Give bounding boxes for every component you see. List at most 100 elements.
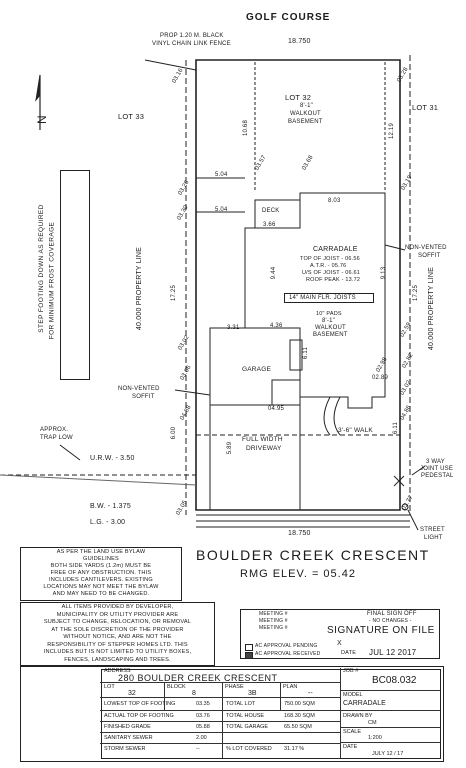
- developer-line: ALL ITEMS PROVIDED BY DEVELOPER,: [61, 604, 174, 610]
- street-name: BOULDER CREEK CRESCENT: [196, 547, 430, 563]
- model-label: MODEL: [343, 692, 363, 698]
- joists-note-box: 14" MAIN FLR. JOISTS: [284, 293, 374, 303]
- step-footing-line1: STEP FOOTING DOWN AS REQUIRED: [37, 204, 45, 333]
- tb-row-label: FINISHED GRADE: [104, 724, 151, 730]
- driveway-line2: DRIVEWAY: [246, 445, 282, 452]
- dim-504-b: 5.04: [215, 207, 228, 213]
- bylaw-line: AS PER THE LAND USE BYLAW: [56, 549, 146, 555]
- fence-note-line2: VINYL CHAIN LINK FENCE: [152, 41, 231, 47]
- pedestal-line2: JOINT USE: [420, 466, 454, 472]
- tb-row-label2: % LOT COVERED: [226, 746, 272, 752]
- golf-course-label: GOLF COURSE: [246, 12, 331, 23]
- dim-1219: 12.19: [389, 122, 396, 140]
- pads-note: 10" PADS: [316, 311, 342, 317]
- street-light-line1: STREET: [420, 527, 445, 533]
- ac-received: AC APPROVAL RECEIVED: [255, 651, 321, 657]
- lot-value: 32: [128, 690, 136, 697]
- signoff-date-label: DATE: [341, 650, 357, 656]
- lg-label: L.G. - 3.00: [90, 519, 126, 526]
- bylaw-line: INCLUDES CANTILEVERS. EXISTING: [49, 577, 153, 583]
- dim-600: 6.00: [171, 426, 178, 440]
- atr-elev: A.T.R. - 05.76: [310, 263, 347, 269]
- walkout-basement-2: WALKOUT: [315, 325, 346, 331]
- meeting-2: MEETING #: [259, 618, 288, 624]
- bylaw-line: AND MAY NEED TO BE CHANGED.: [52, 591, 150, 597]
- deck-outline: [254, 199, 301, 229]
- tb-divider: [100, 732, 340, 733]
- bylaw-line: LOCATIONS MAY NOT MEET THE BYLAW: [43, 584, 159, 590]
- right-soffit-line1: NON-VENTED: [405, 245, 447, 251]
- pedestal-line1: 3 WAY: [426, 459, 446, 465]
- model-value: CARRADALE: [343, 700, 386, 707]
- developer-line: RESPONSIBILITY OF STEPPER HOMES LTD. THI…: [47, 641, 188, 648]
- tb-row-value2: 31.17 %: [284, 746, 305, 752]
- tb-divider: [340, 690, 440, 691]
- tb-row-value2: 750.00 SQM: [284, 701, 315, 707]
- garage-outline: [209, 327, 301, 406]
- tb-divider: [100, 710, 440, 711]
- lot-32-label: LOT 32: [285, 93, 312, 102]
- us-joist: U/S OF JOIST - 06.61: [302, 270, 360, 276]
- phase-label: PHASE: [225, 684, 244, 690]
- tb-divider: [280, 682, 281, 710]
- signature: SIGNATURE ON FILE: [327, 625, 435, 636]
- top-of-joist: TOP OF JOIST - 06.56: [300, 256, 360, 262]
- developer-line: WITHOUT NOTICE, AND ARE NOT THE: [63, 634, 172, 640]
- walkout-basement-top-2: WALKOUT: [290, 111, 321, 117]
- address: 280 BOULDER CREEK CRESCENT: [118, 673, 278, 683]
- joists-note: 14" MAIN FLR. JOISTS: [289, 295, 356, 301]
- ac-received-swatch: [245, 652, 253, 659]
- meeting-1: MEETING #: [259, 611, 288, 617]
- walkout-basement-1: 8'-1": [322, 318, 335, 324]
- tb-divider: [100, 721, 340, 722]
- tb-row-value: 03.76: [196, 713, 210, 719]
- tb-divider: [340, 727, 440, 728]
- developer-line: SUBJECT TO CHANGE, RELOCATION, OR REMOVA…: [43, 619, 192, 625]
- scale-label: SCALE: [343, 729, 362, 735]
- approval-block: MEETING # MEETING # MEETING # AC APPROVA…: [240, 609, 440, 659]
- dim-611-b: 6.11: [393, 421, 400, 435]
- tb-row-value2: 65.50 SQM: [284, 724, 312, 730]
- lot-33-label: LOT 33: [118, 112, 145, 121]
- front-dimension: 18.750: [288, 530, 311, 537]
- trap-low-line2: TRAP LOW: [40, 435, 73, 441]
- tb-row-label: SANITARY SEWER: [104, 735, 153, 741]
- lot-boundary: [195, 59, 401, 511]
- tb-row-value2: 168.30 SQM: [284, 713, 315, 719]
- tb-divider: [100, 743, 340, 744]
- block-label: BLOCK: [167, 684, 186, 690]
- bylaw-line: BOTH SIDE YARDS (1.2m) MUST BE: [50, 563, 152, 569]
- signoff-date: JUL 12 2017: [369, 648, 417, 657]
- walk-label: 3'-6" WALK: [338, 427, 373, 434]
- drawn-value: CM: [368, 720, 377, 726]
- dim-1068: 10.68: [243, 119, 250, 137]
- developer-line: AT THE SOLE DISCRETION OF THE PROVIDER: [51, 626, 184, 633]
- pedestal-line3: PEDESTAL: [421, 473, 454, 479]
- walkout-basement-top-1: 8'-1": [300, 103, 313, 109]
- house-name: CARRADALE: [313, 246, 358, 253]
- ac-pending-swatch: [245, 644, 253, 651]
- tb-row-label2: TOTAL LOT: [226, 701, 256, 707]
- deck-label: DECK: [262, 208, 280, 214]
- dim-913: 9.13: [381, 266, 388, 280]
- walkout-basement-top-3: BASEMENT: [288, 119, 323, 125]
- tb-row-value: 05.88: [196, 724, 210, 730]
- tb-row-label: LOWEST TOP OF FOOTING: [104, 701, 176, 707]
- tb-row-value: 2.00: [196, 735, 207, 741]
- tb-row-label: STORM SEWER: [104, 746, 146, 752]
- dim-944: 9.44: [271, 266, 278, 280]
- lot-label: LOT: [104, 684, 115, 690]
- bylaw-note: AS PER THE LAND USE BYLAW GUIDELINES BOT…: [20, 547, 182, 601]
- tb-divider: [164, 682, 165, 710]
- bylaw-line: FREE OF ANY OBSTRUCTION. THIS: [50, 570, 152, 576]
- drawn-label: DRAWN BY: [343, 713, 373, 719]
- tb-row-label2: TOTAL GARAGE: [226, 724, 269, 730]
- bylaw-line: GUIDELINES: [83, 556, 119, 562]
- step-footing-line2: FOR MINIMUM FROST COVERAGE: [48, 221, 56, 340]
- developer-line: MUNICIPALITY OR UTILITY PROVIDER ARE: [56, 611, 179, 618]
- scale-value: 1:200: [368, 735, 382, 741]
- job-number: BC08.032: [372, 675, 417, 686]
- left-soffit-line2: SOFFIT: [132, 394, 155, 400]
- tb-row-value: --: [196, 746, 200, 752]
